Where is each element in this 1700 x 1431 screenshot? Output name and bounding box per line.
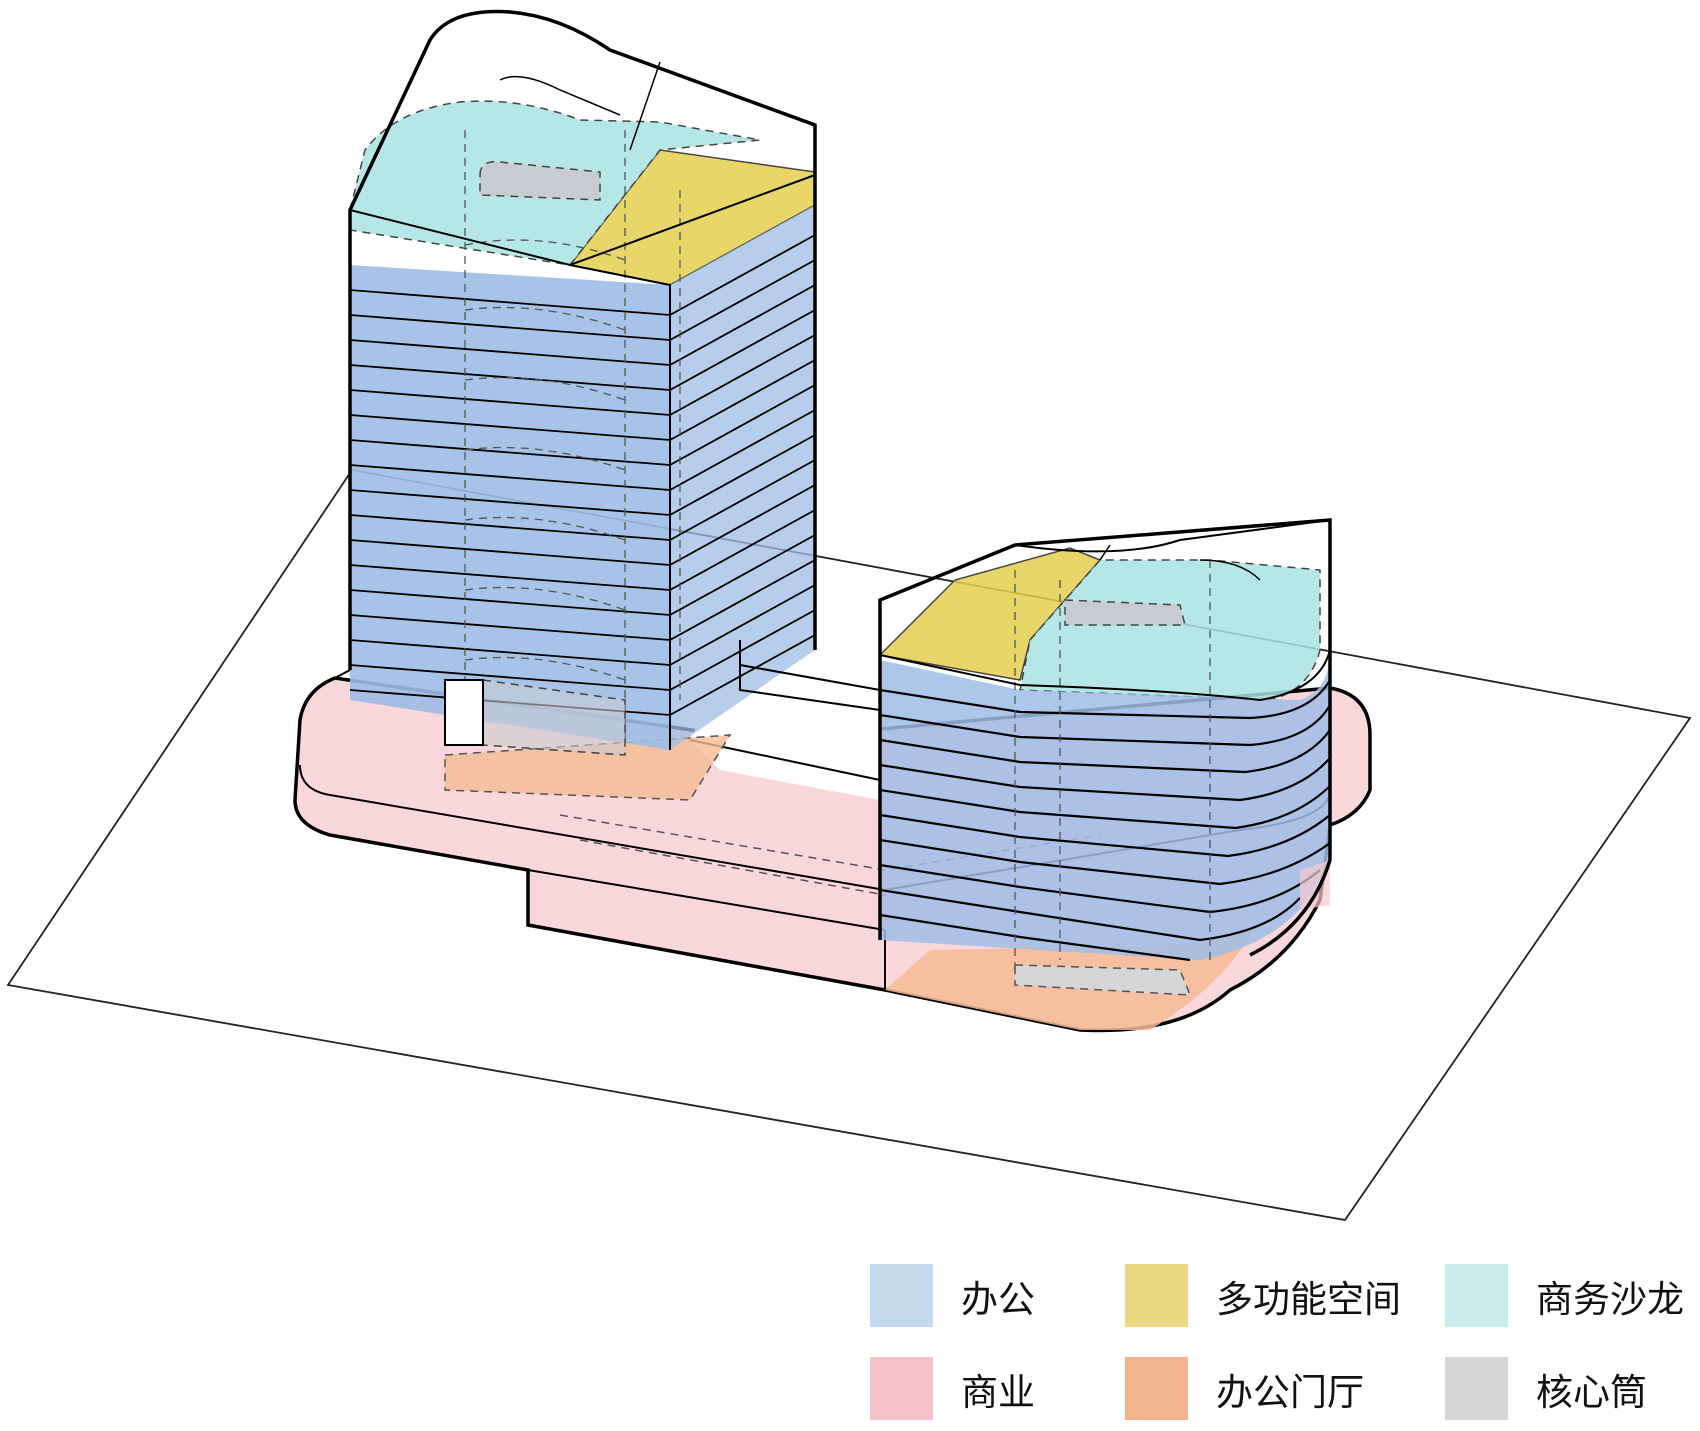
west-inner-dashes	[464, 130, 681, 740]
legend-swatch-core	[1445, 1357, 1508, 1420]
legend-item-multi: 多功能空间	[1125, 1264, 1401, 1327]
east-tower-edges	[879, 519, 1331, 702]
podium-dash-2	[579, 839, 886, 896]
core-east-base	[1014, 964, 1192, 996]
west-tower	[348, 9, 817, 756]
legend-label-core: 核心筒	[1536, 1370, 1647, 1414]
legend-item-core: 核心筒	[1445, 1357, 1647, 1420]
west-top-crest	[499, 61, 661, 151]
east-top-crest	[1099, 544, 1261, 581]
legend-swatch-commercial	[870, 1357, 933, 1420]
legend-label-commercial: 商业	[961, 1370, 1035, 1414]
legend-item-office: 办公	[870, 1264, 1035, 1327]
west-tower-edges	[349, 125, 816, 750]
legend-swatch-salon	[1445, 1264, 1508, 1327]
east-inner-dashes	[1014, 560, 1211, 975]
legend-swatch-multi	[1125, 1264, 1188, 1327]
west-office-side	[670, 205, 815, 750]
east-side-entry	[1300, 860, 1330, 910]
west-entry-notch	[444, 679, 484, 746]
legend-item-salon: 商务沙龙	[1445, 1264, 1684, 1327]
west-office-front	[350, 265, 670, 750]
lobby-west	[444, 734, 732, 801]
west-tower-outline	[348, 9, 817, 670]
legend-label-office: 办公	[961, 1277, 1035, 1321]
legend: 办公 多功能空间 商务沙龙 商业 办公门厅 核心筒	[870, 1264, 1690, 1424]
podium-step-line	[527, 869, 886, 931]
legend-swatch-office	[870, 1264, 933, 1327]
east-tower	[878, 518, 1332, 975]
west-roof-core	[479, 161, 601, 201]
east-roof-core	[1064, 599, 1186, 626]
west-core-base	[482, 679, 626, 756]
legend-item-commercial: 商业	[870, 1357, 1035, 1420]
west-podium-lines	[334, 640, 881, 711]
legend-label-salon: 商务沙龙	[1536, 1277, 1684, 1321]
legend-label-lobby: 办公门厅	[1216, 1370, 1364, 1414]
legend-label-multi: 多功能空间	[1216, 1277, 1401, 1321]
legend-swatch-lobby	[1125, 1357, 1188, 1420]
legend-item-lobby: 办公门厅	[1125, 1357, 1364, 1420]
